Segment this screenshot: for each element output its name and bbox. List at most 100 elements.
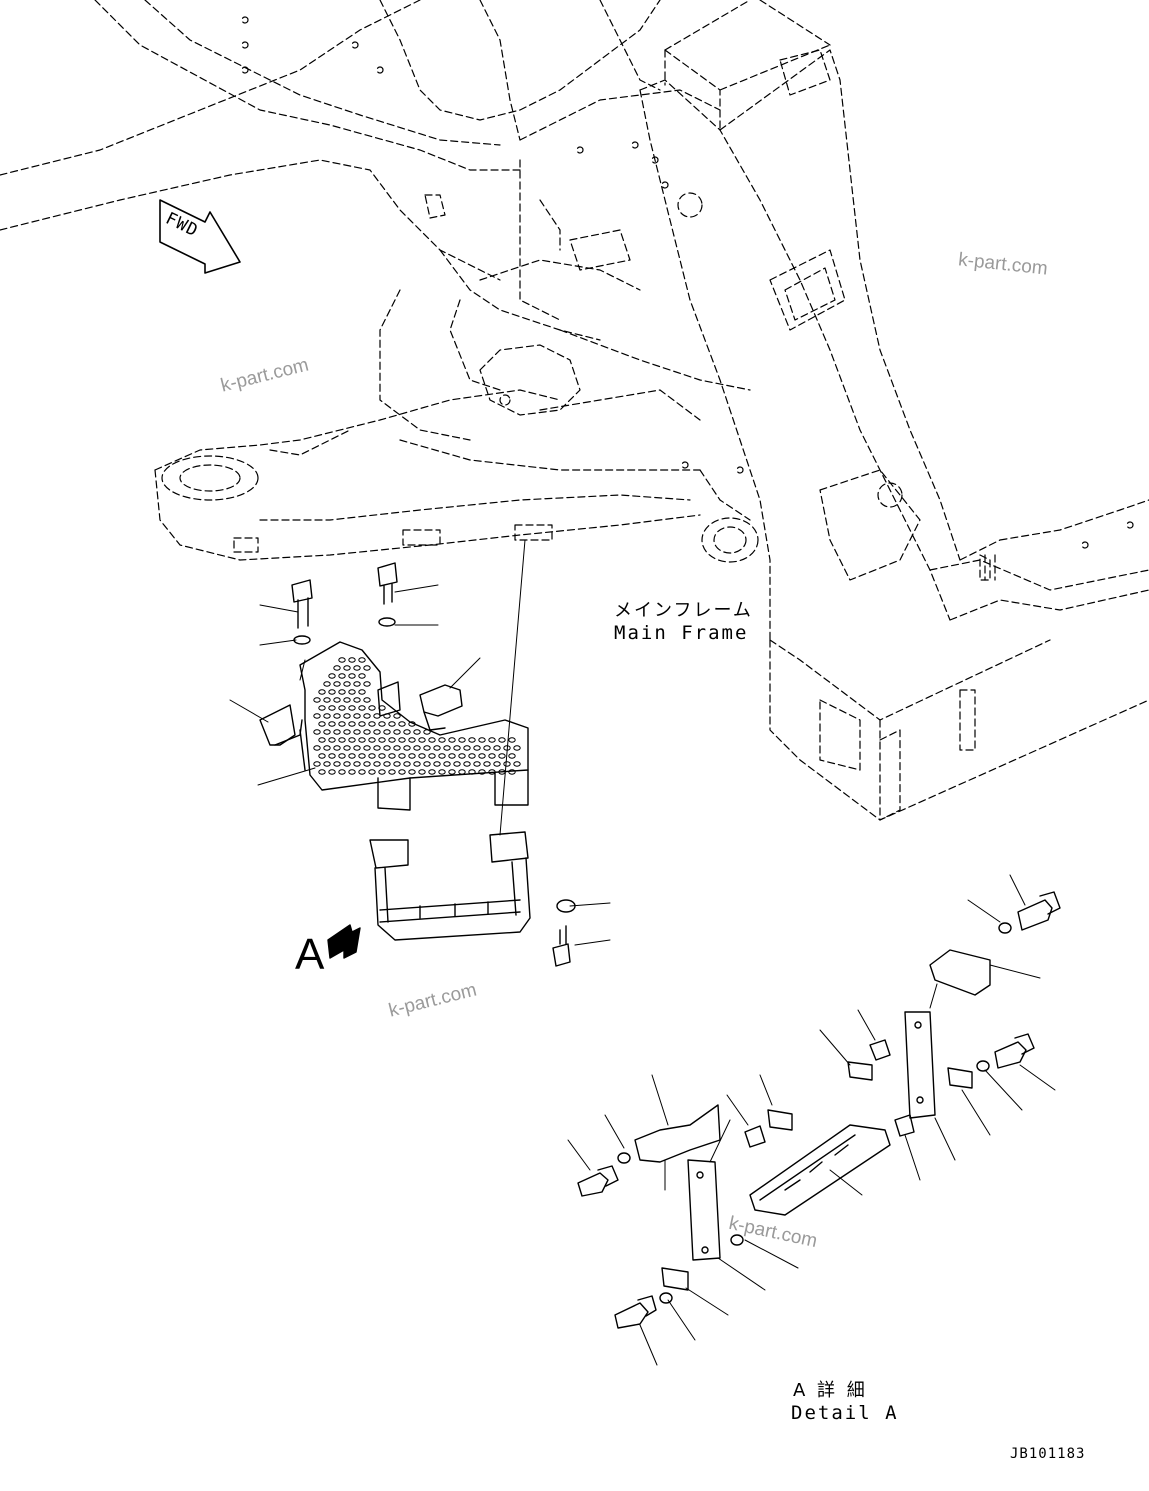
perforation-hole — [448, 769, 456, 775]
perforation-hole — [328, 737, 336, 743]
perforation-hole — [438, 769, 446, 775]
ladder-step — [369, 831, 531, 941]
main-frame-outline — [0, 0, 1149, 821]
perforation-hole — [358, 753, 366, 759]
perforation-hole — [343, 761, 351, 767]
perforation-hole — [318, 689, 326, 695]
perforation-hole — [328, 705, 336, 711]
perforation-hole — [363, 745, 371, 751]
view-arrow-a-icon — [327, 924, 361, 959]
perforation-hole — [328, 721, 336, 727]
perforation-hole — [468, 769, 476, 775]
perforation-hole — [338, 705, 346, 711]
detail-a-parts — [577, 891, 1061, 1329]
perforation-hole — [393, 713, 401, 719]
perforation-hole — [328, 689, 336, 695]
perforation-hole — [368, 721, 376, 727]
perforation-hole — [338, 753, 346, 759]
perforation-hole — [388, 737, 396, 743]
perforation-hole — [493, 761, 501, 767]
perforated-step-plate — [299, 641, 529, 811]
perforation-hole — [378, 737, 386, 743]
perforation-hole — [443, 745, 451, 751]
perforation-hole — [348, 753, 356, 759]
perforation-hole — [403, 745, 411, 751]
perforation-hole — [388, 721, 396, 727]
perforation-hole — [318, 737, 326, 743]
perforation-hole — [328, 753, 336, 759]
hex-bolt-upper-left — [291, 579, 313, 629]
perforation-hole — [343, 681, 351, 687]
perforation-hole — [353, 681, 361, 687]
perforation-hole — [368, 737, 376, 743]
perforation-hole — [323, 761, 331, 767]
perforation-hole — [378, 721, 386, 727]
perforation-hole — [363, 665, 371, 671]
perforation-hole — [323, 729, 331, 735]
perforation-hole — [443, 761, 451, 767]
perforation-hole — [368, 769, 376, 775]
perforation-hole — [348, 657, 356, 663]
perforation-hole — [338, 721, 346, 727]
perforation-hole — [373, 729, 381, 735]
perforation-hole — [438, 737, 446, 743]
perforation-hole — [323, 697, 331, 703]
perforation-hole — [433, 745, 441, 751]
perforation-hole — [318, 769, 326, 775]
perforation-hole — [458, 769, 466, 775]
perforation-hole — [343, 665, 351, 671]
perforation-hole — [433, 761, 441, 767]
perforation-hole — [398, 753, 406, 759]
callout-leaders-detail — [567, 874, 1056, 1366]
perforation-hole — [473, 745, 481, 751]
leader-line-frame-to-step — [499, 539, 526, 836]
perforation-hole — [418, 753, 426, 759]
perforation-hole — [483, 761, 491, 767]
perforation-hole — [333, 713, 341, 719]
perforation-hole — [408, 721, 416, 727]
perforation-hole — [483, 745, 491, 751]
perforation-hole — [408, 769, 416, 775]
perforation-hole — [478, 753, 486, 759]
perforation-hole — [473, 761, 481, 767]
perforation-hole — [488, 753, 496, 759]
perforation-hole — [478, 737, 486, 743]
perforation-hole — [348, 769, 356, 775]
perforation-hole — [353, 745, 361, 751]
perforation-hole — [398, 737, 406, 743]
perforation-hole — [328, 769, 336, 775]
hex-bolt-upper-right — [377, 562, 398, 605]
perforation-hole — [408, 753, 416, 759]
perforation-hole — [453, 761, 461, 767]
perforation-hole — [403, 729, 411, 735]
perforation-hole — [328, 673, 336, 679]
view-marker-a: A — [295, 930, 325, 979]
perforation-hole — [488, 769, 496, 775]
perforation-hole — [448, 753, 456, 759]
callout-leaders-upper — [229, 584, 611, 946]
perforation-hole — [353, 665, 361, 671]
perforation-hole — [333, 745, 341, 751]
perforation-hole — [338, 769, 346, 775]
perforation-hole — [313, 713, 321, 719]
perforation-hole — [508, 753, 516, 759]
perforation-hole — [358, 689, 366, 695]
perforation-hole — [423, 761, 431, 767]
step-plate-perforations — [313, 657, 521, 775]
perforation-hole — [348, 705, 356, 711]
perforation-hole — [493, 745, 501, 751]
perforation-hole — [453, 745, 461, 751]
perforation-hole — [428, 753, 436, 759]
perforation-hole — [353, 697, 361, 703]
perforation-hole — [373, 761, 381, 767]
bracket-center — [377, 681, 401, 717]
bolt-ladder — [552, 925, 571, 967]
detail-a-label-jp: A 詳 細 — [793, 1380, 868, 1401]
perforation-hole — [368, 705, 376, 711]
perforation-hole — [363, 713, 371, 719]
perforation-hole — [338, 737, 346, 743]
perforation-hole — [313, 745, 321, 751]
perforation-hole — [498, 769, 506, 775]
perforation-hole — [468, 737, 476, 743]
bracket-right — [419, 684, 463, 731]
